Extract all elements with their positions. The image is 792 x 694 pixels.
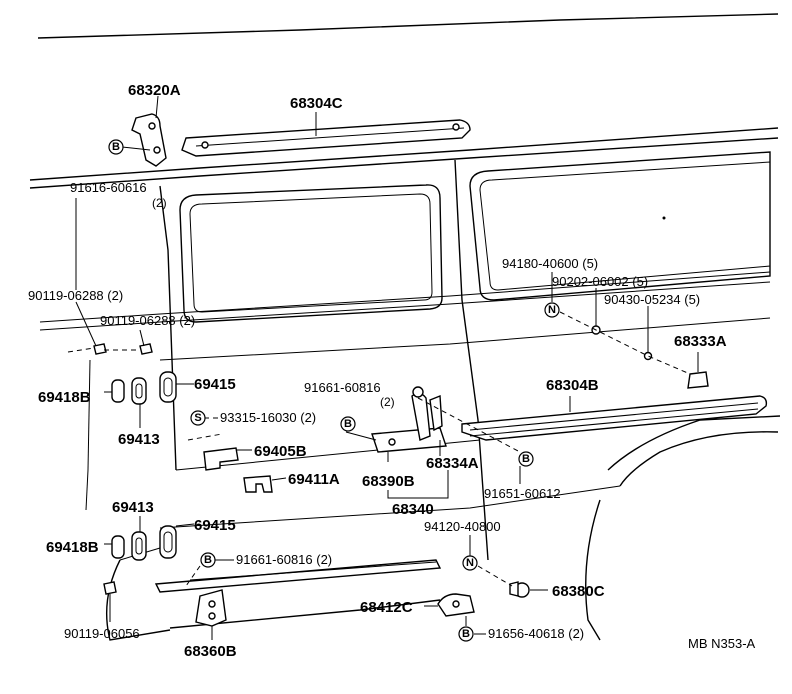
badge-b-91661-b: B [200, 552, 216, 568]
badge-b-91656: B [458, 626, 474, 642]
label-91651-60612: 91651-60612 [484, 486, 561, 501]
label-69415-upper: 69415 [194, 376, 236, 393]
part-68412c [437, 593, 475, 617]
window-side [469, 151, 771, 301]
bolt-90119-upper-b [139, 343, 153, 355]
label-69415-lower: 69415 [194, 517, 236, 534]
part-68334a-cap [412, 386, 424, 398]
svg-text:N: N [466, 557, 474, 569]
window-rear [179, 184, 443, 323]
label-94120-40800: 94120-40800 [424, 519, 501, 534]
part-69413-upper [131, 377, 147, 405]
label-68304b: 68304B [546, 377, 599, 394]
label-68340: 68340 [392, 501, 434, 518]
label-90119-06288-a: 90119-06288 (2) [28, 288, 123, 303]
clip-90430 [643, 351, 653, 361]
label-90119-06056: 90119-06056 [64, 626, 140, 641]
part-lower-track [154, 559, 442, 593]
part-69418b-lower [111, 535, 125, 559]
label-68333a: 68333A [674, 333, 727, 350]
badge-b-91661-a: B [340, 416, 356, 432]
label-69413-lower: 69413 [112, 499, 154, 516]
bolt-90119-upper-a [93, 343, 107, 355]
label-69411a: 69411A [288, 471, 340, 488]
svg-text:B: B [112, 141, 120, 153]
label-91616-qty: (2) [152, 196, 167, 210]
label-91616-60616: 91616-60616 [70, 180, 147, 195]
label-68304c: 68304C [290, 95, 343, 112]
part-69411a [243, 475, 273, 493]
label-91661-60816-a: 91661-60816 [304, 380, 381, 395]
part-69413-lower [131, 531, 147, 561]
label-91661-60816-b: 91661-60816 (2) [236, 552, 332, 567]
svg-text:B: B [344, 418, 352, 430]
label-68380c: 68380C [552, 583, 605, 600]
badge-n-94180: N [544, 302, 560, 318]
svg-text:B: B [462, 628, 470, 640]
van-body [29, 13, 781, 641]
svg-text:N: N [548, 304, 556, 316]
badge-s-93315: S [190, 410, 206, 426]
part-68304b-lower-rail [461, 395, 768, 441]
label-90430-05234: 90430-05234 (5) [604, 292, 700, 307]
part-69418b-upper [111, 379, 125, 403]
badge-b-91651: B [518, 451, 534, 467]
label-68360b: 68360B [184, 643, 237, 660]
label-68320a: 68320A [128, 82, 181, 99]
label-69413-upper: 69413 [118, 431, 160, 448]
part-68320a-bracket [131, 113, 167, 167]
part-68333a-clip [687, 371, 709, 389]
part-labels: 68320A 68304C 91616-60616 (2) 90119-0628… [28, 82, 756, 660]
label-90119-06288-b: 90119-06288 (2) [100, 313, 195, 328]
svg-text:S: S [194, 412, 201, 424]
label-69418b-upper: 69418B [38, 389, 91, 406]
diagram-code: MB N353-A [688, 636, 756, 651]
part-69405b [203, 447, 239, 471]
label-91656-40618: 91656-40618 (2) [488, 626, 584, 641]
label-94180-40600: 94180-40600 (5) [502, 256, 598, 271]
svg-text:B: B [522, 453, 530, 465]
part-68390b-bracket [371, 392, 447, 453]
part-68360b [195, 589, 227, 627]
label-69418b-lower: 69418B [46, 539, 99, 556]
leader-lines [67, 95, 699, 640]
label-90202-06002: 90202-06002 (5) [552, 274, 648, 289]
label-93315-16030: 93315-16030 (2) [220, 410, 316, 425]
bolt-90119-lower [103, 581, 117, 595]
part-69415-lower [159, 525, 177, 559]
part-69415-upper [159, 371, 177, 403]
label-69405b: 69405B [254, 443, 307, 460]
label-68390b: 68390B [362, 473, 415, 490]
label-91661-qty-a: (2) [380, 395, 395, 409]
part-68380c [509, 581, 530, 598]
badge-b-91616: B [108, 139, 124, 155]
label-68334a: 68334A [426, 455, 479, 472]
badge-n-94120: N [462, 555, 478, 571]
label-68412c: 68412C [360, 599, 413, 616]
svg-text:B: B [204, 554, 212, 566]
part-68304c-upper-rail [181, 119, 471, 157]
